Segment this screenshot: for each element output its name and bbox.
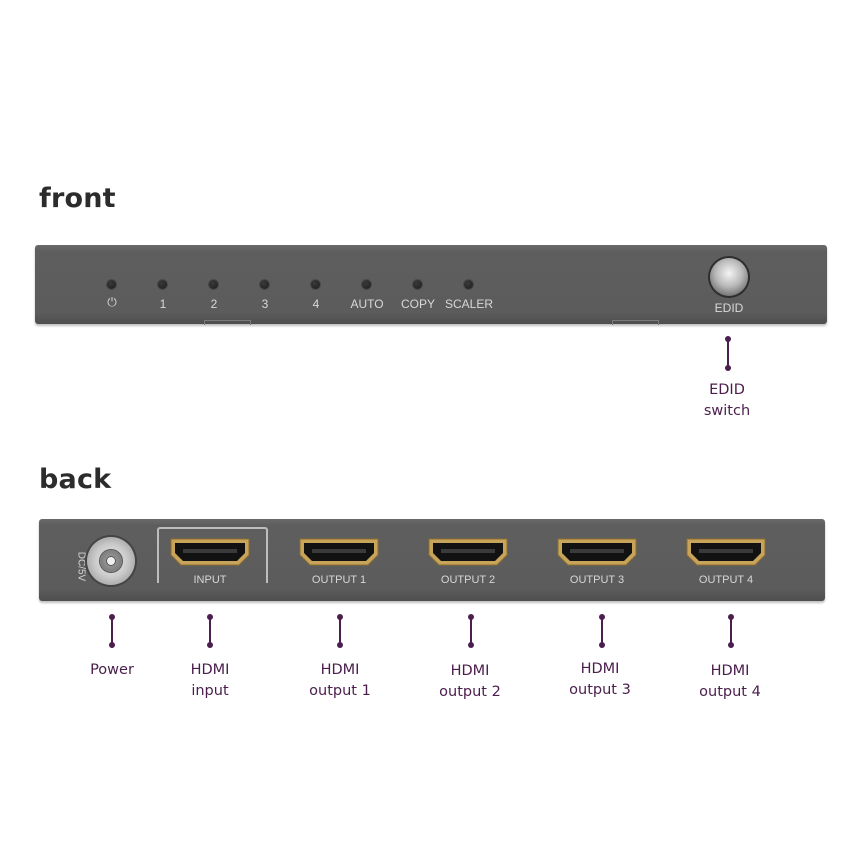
edid-knob-label: EDID: [714, 301, 744, 315]
output-1-connector-line: [337, 614, 343, 648]
hdmi-input-callout-line1: HDMI: [190, 662, 230, 678]
back-heading: back: [39, 464, 112, 495]
edid-knob[interactable]: [710, 258, 748, 296]
hdmi-input-port[interactable]: [169, 537, 251, 567]
output-2-callout-line2: output 2: [439, 684, 501, 700]
output-3-connector-line: [599, 614, 605, 648]
output-2-port-label: OUTPUT 2: [440, 574, 496, 586]
led-copy: [413, 280, 422, 289]
led-auto: [362, 280, 371, 289]
dc-power-jack[interactable]: [87, 537, 135, 585]
led-2: [209, 280, 218, 289]
led-label-3: 3: [261, 297, 269, 311]
power-icon: ⏻: [107, 295, 117, 309]
led-4: [311, 280, 320, 289]
hdmi-output-2-port[interactable]: [427, 537, 509, 567]
input-port-frame: [157, 527, 268, 583]
edid-switch-callout: EDID switch: [667, 380, 787, 422]
hdmi-output-4-port[interactable]: [685, 537, 767, 567]
power-connector-line: [109, 614, 115, 648]
output-4-callout-line1: HDMI: [710, 663, 750, 679]
hdmi-output-1-callout: HDMI output 1: [280, 660, 400, 702]
front-panel-foot-left: [204, 320, 251, 325]
output-1-callout-line1: HDMI: [320, 662, 360, 678]
edid-connector-line: [725, 336, 731, 371]
led-label-auto: AUTO: [350, 297, 384, 311]
led-label-4: 4: [312, 297, 320, 311]
power-callout: Power: [52, 660, 172, 681]
hdmi-output-4-callout: HDMI output 4: [670, 661, 790, 703]
hdmi-output-2-callout: HDMI output 2: [410, 661, 530, 703]
hdmi-output-3-port[interactable]: [556, 537, 638, 567]
output-4-connector-line: [728, 614, 734, 648]
output-1-callout-line2: output 1: [309, 683, 371, 699]
output-1-port-label: OUTPUT 1: [311, 574, 367, 586]
output-3-callout-line1: HDMI: [580, 661, 620, 677]
output-3-callout-line2: output 3: [569, 682, 631, 698]
dc-jack-pin: [107, 557, 115, 565]
hdmi-input-callout: HDMI input: [150, 660, 270, 702]
hdmi-input-callout-line2: input: [191, 683, 229, 699]
led-1: [158, 280, 167, 289]
power-callout-line1: Power: [90, 662, 134, 678]
front-panel: [35, 245, 827, 324]
led-label-2: 2: [210, 297, 218, 311]
edid-callout-line2: switch: [703, 403, 751, 419]
edid-callout-line1: EDID: [709, 382, 745, 398]
hdmi-input-connector-line: [207, 614, 213, 648]
output-4-port-label: OUTPUT 4: [698, 574, 754, 586]
output-3-port-label: OUTPUT 3: [569, 574, 625, 586]
hdmi-output-1-port[interactable]: [298, 537, 380, 567]
led-3: [260, 280, 269, 289]
power-led: [107, 280, 116, 289]
hdmi-output-3-callout: HDMI output 3: [540, 659, 660, 701]
led-label-1: 1: [159, 297, 167, 311]
led-scaler: [464, 280, 473, 289]
output-2-callout-line1: HDMI: [450, 663, 490, 679]
led-label-scaler: SCALER: [444, 297, 494, 311]
output-4-callout-line2: output 4: [699, 684, 761, 700]
front-panel-foot-right: [612, 320, 659, 325]
output-2-connector-line: [468, 614, 474, 648]
front-heading: front: [39, 183, 116, 214]
dc-5v-label: DC/5V: [75, 551, 87, 582]
led-label-copy: COPY: [400, 297, 435, 311]
input-port-label: INPUT: [193, 574, 227, 586]
